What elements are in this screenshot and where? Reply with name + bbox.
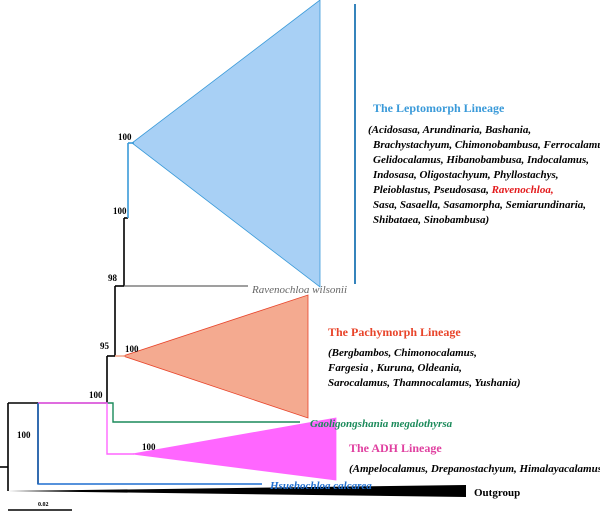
outgroup-label: Outgroup	[474, 487, 520, 499]
gaoligongshania-branch	[107, 402, 300, 423]
bootstrap-node95: 95	[100, 341, 110, 351]
leptomorph-genera-line: Sasa, Sasaella, Sasamorpha, Semiarundina…	[373, 199, 586, 211]
leptomorph-clade-triangle	[131, 0, 321, 288]
scale-bar-label: 0.02	[38, 502, 49, 508]
bootstrap-leptomorph: 100	[118, 132, 132, 142]
pachymorph-clade-triangle	[121, 294, 309, 419]
hsuehochloa-calcarea-label: Hsuehochloa calcarea	[269, 480, 372, 492]
pachymorph-genera-line: (Bergbambos, Chimonocalamus,	[328, 347, 477, 359]
pachymorph-genera: (Bergbambos, Chimonocalamus, Fargesia , …	[327, 347, 521, 389]
adh-title: The ADH Lineage	[349, 441, 442, 455]
leptomorph-stem	[127, 142, 134, 218]
backbone-branches	[0, 217, 128, 491]
bootstrap-adh: 100	[142, 442, 156, 452]
leptomorph-genera-line: (Acidosasa, Arundinaria, Bashania,	[368, 124, 531, 136]
bootstrap-node100a: 100	[113, 206, 127, 216]
bootstrap-node98: 98	[108, 273, 118, 283]
leptomorph-genera-line: Pleioblastus, Pseudosasa, Ravenochloa,	[373, 184, 554, 196]
pachymorph-title: The Pachymorph Lineage	[328, 325, 461, 339]
adh-clade-triangle	[131, 417, 337, 481]
leptomorph-genera-text: Pleioblastus, Pseudosasa,	[373, 184, 492, 196]
leptomorph-genera-line: Brachystachyum, Chimonobambusa, Ferrocal…	[372, 139, 600, 151]
hsuehochloa-branch	[37, 403, 262, 485]
bootstrap-node95-parent: 100	[89, 390, 103, 400]
ravenochloa-wilsonii-label: Ravenochloa wilsonii	[251, 284, 347, 296]
leptomorph-genera-line: Shibataea, Sinobambusa)	[373, 214, 489, 226]
pachymorph-genera-line: Fargesia , Kuruna, Oldeania,	[327, 362, 462, 374]
ravenochloa-genus-highlight: Ravenochloa,	[491, 184, 554, 196]
outgroup-wedge	[8, 485, 466, 497]
adh-branch	[38, 402, 134, 455]
gaoligongshania-megalothyrsa-label: Gaoligongshania megalothyrsa	[310, 418, 453, 430]
leptomorph-genera: (Acidosasa, Arundinaria, Bashania, Brach…	[368, 124, 600, 226]
leptomorph-genera-line: Indosasa, Oligostachyum, Phyllostachys,	[372, 169, 559, 181]
bootstrap-root: 100	[17, 430, 31, 440]
leptomorph-title: The Leptomorph Lineage	[373, 101, 505, 115]
leptomorph-genera-line: Gelidocalamus, Hibanobambusa, Indocalamu…	[373, 154, 589, 166]
pachymorph-genera-line: Sarocalamus, Thamnocalamus, Yushania)	[328, 377, 521, 389]
bootstrap-pachymorph: 100	[125, 344, 139, 354]
adh-genera-line: (Ampelocalamus, Drepanostachyum, Himalay…	[349, 463, 600, 475]
